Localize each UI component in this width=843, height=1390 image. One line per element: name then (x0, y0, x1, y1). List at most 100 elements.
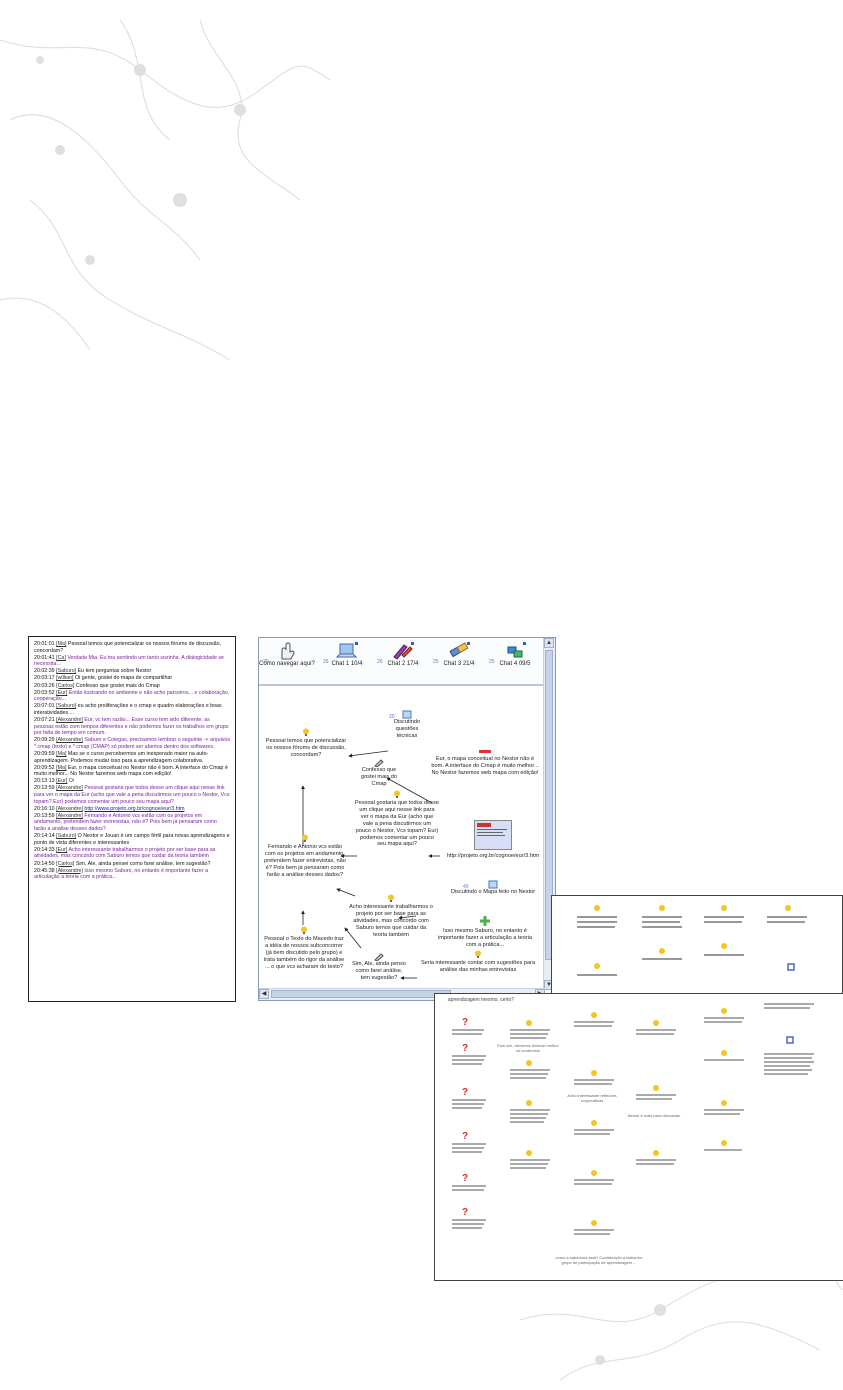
web-link-node[interactable]: http://projeto.org.br/cognoe/eur/3.htm (441, 820, 545, 860)
concept-node-text: Pessoal o Texto do Macedo traz a idéia d… (263, 936, 345, 970)
concept-map-canvas[interactable]: Pessoal temos que potencializar os nosso… (259, 686, 545, 990)
toolbar-item-label: Chat 3 21/4 (443, 661, 475, 667)
scroll-left-button[interactable]: ◀ (259, 989, 269, 999)
chat-message: 20:03:26 [Carlos] Confesso que gostei ma… (34, 683, 230, 690)
chat-sender: [Alexandre] (56, 785, 83, 792)
concept-node[interactable]: Fernando e Antonio vcs estão com os proj… (263, 834, 347, 879)
chat-timestamp: 20:13:13 (34, 778, 55, 785)
resource-count: 20 (389, 714, 395, 720)
concept-node[interactable]: Pessoal o Texto do Macedo traz a idéia d… (263, 926, 345, 971)
chat-timestamp: 20:03:17 (34, 675, 55, 682)
concept-node-text: Acho interessante trabalharmos o projeto… (349, 904, 433, 938)
chat-sender: [Alexandre] (56, 805, 83, 812)
chat-sender: [Eur] (56, 778, 68, 785)
chat-sender: [willian] (56, 675, 74, 682)
toolbar-item-chat-3[interactable]: 25 Chat 3 21/4 (431, 641, 487, 667)
concept-node-text: Discutindo questões técnicas (393, 719, 421, 739)
chat-message-text: O Nestor e Jouan é um campo fértil para … (34, 833, 230, 846)
chat-message-text: Oi (68, 778, 75, 785)
chat-timestamp: 20:09:29 (34, 737, 55, 744)
concept-node[interactable]: Pessoal temos que potencializar os nosso… (263, 728, 349, 759)
toolbar-item-chat-4[interactable]: 25 Chat 4 09/5 (487, 641, 543, 667)
resource-count: 40 (463, 884, 469, 890)
toolbar-item-chat-1[interactable]: 26 Chat 1 10/4 (319, 641, 375, 667)
chat-message: 20:14:50 [Carlos] Sim, Ale, ainda pensei… (34, 861, 230, 868)
chat-sender: [Carlos] (56, 682, 75, 689)
chat-timestamp: 20:13:59 (34, 812, 55, 819)
chat-message: 20:03:52 [Eur] Então ilustrando no ambie… (34, 690, 230, 703)
chat-message-text: Verdade Mia. Eu tou sentindo um tanto so… (34, 654, 224, 668)
chat-message: 20:09:29 [Alexandre] Saburo e Colegas, p… (34, 737, 230, 750)
concept-node-text: Confesso que gostei mais do Cmap (360, 767, 398, 787)
chat-message-text: Pessoal gostaria que todos desse um cliq… (34, 785, 230, 805)
chat-message: 20:16:10 [Alexandre] http://www.projeto.… (34, 806, 230, 813)
chat-message-text: eu acho proliferações e o cmap e quadro … (34, 703, 222, 716)
chat-message: 20:01:41 [Ca] Verdade Mia. Eu tou sentin… (34, 655, 230, 668)
lightbulb-icon (303, 728, 309, 736)
chat-timestamp: 20:01:41 (34, 654, 55, 661)
chat-message-text: Sim, Ale, ainda pensei como farei anális… (75, 860, 211, 867)
chat-sender: [Ma] (56, 764, 67, 771)
concept-node[interactable]: Sim, Ale, ainda penso como farei análise… (351, 952, 407, 982)
chat-message-link[interactable]: http://www.projeto.org.br/cognoe/eur/3.h… (84, 805, 185, 812)
resource-count: 26 (377, 659, 383, 665)
svg-text:?: ? (462, 1087, 468, 1098)
concept-node[interactable]: Pessoal gostaria que todos desse um cliq… (355, 790, 439, 848)
overview-footer-text: como a sabedoria está? Contribuição a tá… (555, 1255, 643, 1265)
resource-count: 20 (263, 659, 269, 665)
chat-message: 20:13:59 [Alexandre] Fernando e Antonio … (34, 813, 230, 833)
concept-node[interactable]: Seria interessante contar com sugestões … (417, 950, 539, 974)
toolbar-item-chat-2[interactable]: 26 Chat 2 17/4 (375, 641, 431, 667)
chat-log-panel[interactable]: 20:01:01 [Ma] Pessoal temos que potencia… (28, 636, 236, 1002)
network-icon (507, 642, 526, 658)
chat-sender: [Saburo] (56, 833, 77, 840)
toolbar-item-how-to-navigate[interactable]: 20 Como navegar aqui? (259, 641, 315, 667)
concept-node[interactable]: 20 Discutindo questões técnicas (387, 710, 427, 740)
chat-timestamp: 20:01:01 (34, 641, 55, 647)
concept-node[interactable]: Acho interessante trabalharmos o projeto… (349, 894, 433, 939)
chat-message-text: Confesso que gostei mais do Cmap (75, 682, 160, 689)
lightbulb-icon (394, 790, 400, 798)
concept-map-window: 20 Como navegar aqui? 26 Chat 1 10/4 26 (258, 637, 556, 1001)
chat-timestamp: 20:13:59 (34, 785, 55, 792)
concept-node-text: Seria interessante contar com sugestões … (420, 960, 536, 973)
toolbar-item-label: Como navegar aqui? (259, 661, 315, 667)
overview-map[interactable]: ?????? aprendizagem mesm (434, 993, 843, 1281)
overview-upper-content (577, 905, 807, 976)
resource-count: 25 (433, 659, 439, 665)
chat-timestamp: 20:07:01 (34, 703, 55, 710)
chat-timestamp: 20:14:50 (34, 860, 55, 867)
concept-node[interactable]: 40 Discutindo o Mapa feito no Nestor (441, 880, 545, 896)
chat-timestamp: 20:14:14 (34, 833, 55, 840)
toolbar-item-label: Chat 4 09/5 (499, 661, 531, 667)
concept-node-text: Fernando e Antonio vcs estão com os proj… (264, 844, 346, 878)
chat-message-text: Fernando e Antonio vcs estão com os proj… (34, 812, 217, 833)
concept-node[interactable]: Eur, o mapa conceitual no Nestor não é b… (431, 748, 539, 777)
chat-message: 20:02:39 [Saburo] Eu tem perguntas sobre… (34, 668, 230, 675)
chat-timestamp: 20:16:10 (34, 805, 55, 812)
chat-sender: [Ma] (56, 751, 67, 757)
concept-node[interactable]: Isso mesmo Saburo, no entanto é importan… (437, 916, 533, 949)
chat-message: 20:03:17 [willian] Oi gente, gostei do m… (34, 675, 230, 682)
chat-sender: [Eur] (56, 846, 68, 853)
pen-icon (393, 642, 414, 660)
overview-content: ?????? (452, 1003, 814, 1235)
satellite-icon (449, 642, 470, 658)
overview-snippet: Acho interessante reflexões cooperativas (567, 1093, 617, 1103)
scroll-thumb[interactable] (545, 650, 553, 960)
concept-node[interactable]: Confesso que gostei mais do Cmap (355, 758, 403, 788)
scroll-up-button[interactable]: ▲ (544, 638, 554, 648)
chat-message: 20:14:33 [Eur] Acho interessante trabalh… (34, 847, 230, 860)
lightbulb-icon (475, 950, 481, 958)
chat-message-text: Oi gente, gostei do mapa de compartilhar (74, 675, 173, 682)
chat-sender: [Ca] (56, 654, 66, 661)
resource-count: 26 (323, 659, 329, 665)
scroll-thumb[interactable] (271, 990, 451, 998)
chat-message-text: Pessoal temos que potencializar os nosso… (34, 641, 222, 654)
chat-message: 20:09:52 [Ma] Eur, o mapa conceitual no … (34, 765, 230, 778)
concept-node-text: Pessoal gostaria que todos desse um cliq… (355, 800, 439, 848)
toolbar-item-label: Chat 1 10/4 (331, 661, 363, 667)
svg-text:?: ? (462, 1207, 468, 1218)
overview-caption: aprendizagem mesmo, certo? (447, 997, 515, 1003)
chat-message: 20:07:01 [Saburo] eu acho proliferações … (34, 703, 230, 716)
